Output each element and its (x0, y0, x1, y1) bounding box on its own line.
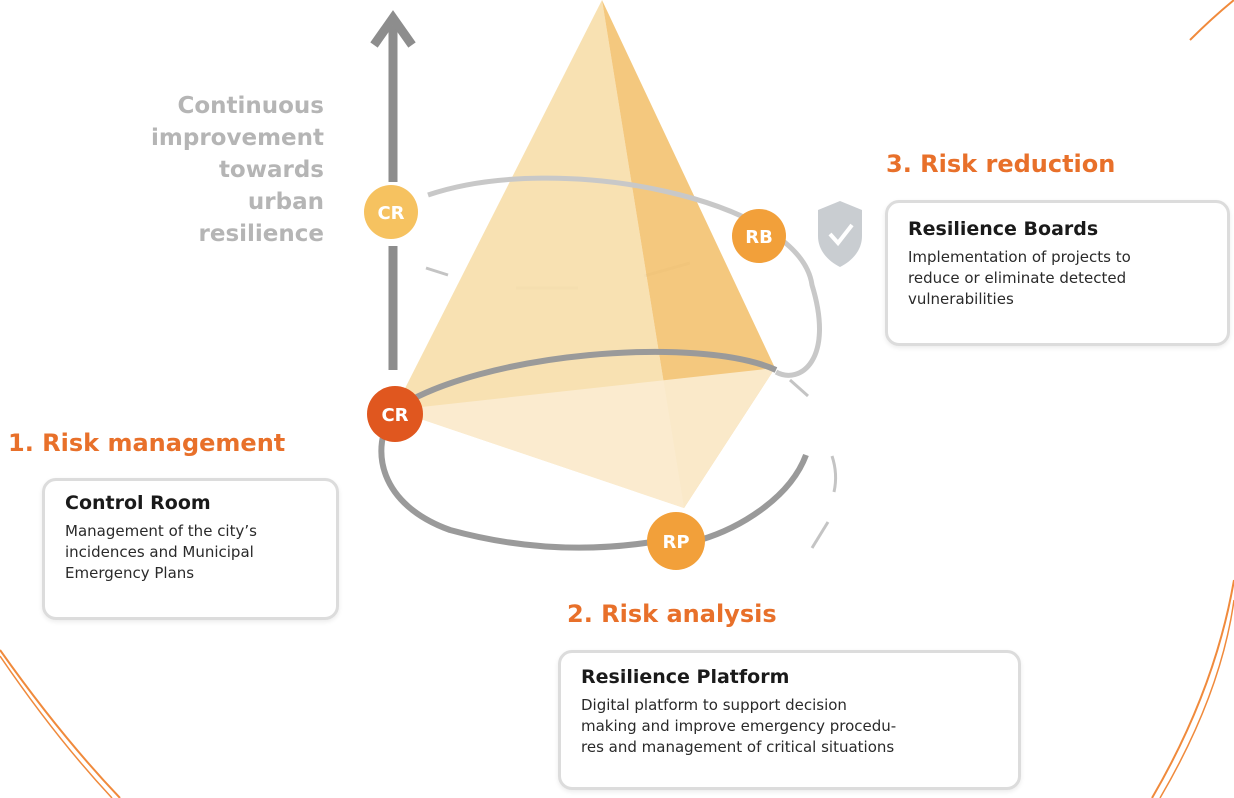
outer-frame-arc-top (1189, 0, 1234, 41)
card-desc-line: vulnerabilities (908, 290, 1014, 308)
badge-cr-bottom: CR (367, 386, 423, 442)
badge-rb: RB (732, 209, 786, 263)
resilience-boards-card: Resilience Boards Implementation of proj… (885, 200, 1230, 346)
improvement-arrow-icon (370, 10, 416, 370)
continuous-improvement-text: Continuous improvement towards urban res… (110, 90, 324, 250)
resilience-platform-card-description: Digital platform to support decision mak… (581, 695, 1004, 758)
badge-rp-label: RP (662, 532, 689, 553)
side-text-line: Continuous (177, 93, 324, 119)
badge-cr-top: CR (364, 185, 418, 239)
side-text-line: urban (247, 189, 324, 215)
card-desc-line: Implementation of projects to (908, 248, 1131, 266)
badge-rb-label: RB (745, 227, 773, 248)
side-text-line: towards (218, 157, 324, 183)
outer-frame-arc-left (0, 649, 121, 798)
card-desc-line: Management of the city’s (65, 522, 257, 540)
risk-management-title: 1. Risk management (8, 429, 286, 457)
resilience-pyramid (394, 0, 775, 508)
card-desc-line: Emergency Plans (65, 564, 195, 582)
card-desc-line: incidences and Municipal (65, 543, 254, 561)
control-room-card-title: Control Room (65, 492, 211, 514)
resilience-boards-card-title: Resilience Boards (908, 218, 1099, 240)
resilience-platform-card-title: Resilience Platform (581, 666, 790, 688)
card-desc-line: res and management of critical situation… (581, 738, 895, 756)
outer-frame-arc-right-inner (1159, 599, 1234, 798)
badge-rp: RP (647, 512, 705, 570)
control-room-card-description: Management of the city’s incidences and … (65, 521, 324, 584)
resilience-platform-card: Resilience Platform Digital platform to … (558, 650, 1021, 790)
lower-ring (378, 348, 809, 551)
control-room-card: Control Room Management of the city’s in… (42, 478, 339, 620)
upper-ring (427, 175, 823, 378)
shield-check-icon (818, 201, 862, 267)
risk-reduction-title: 3. Risk reduction (886, 150, 1116, 178)
badge-cr-bottom-label: CR (381, 405, 408, 426)
card-desc-line: reduce or eliminate detected (908, 269, 1127, 287)
risk-analysis-title: 2. Risk analysis (567, 600, 777, 628)
side-text-line: improvement (151, 125, 324, 151)
card-desc-line: making and improve emergency procedu- (581, 717, 897, 735)
side-text-line: resilience (198, 221, 325, 247)
badge-cr-top-label: CR (377, 203, 404, 224)
outer-frame-arc-left-inner (0, 655, 113, 798)
card-desc-line: Digital platform to support decision (581, 696, 847, 714)
resilience-boards-card-description: Implementation of projects to reduce or … (908, 247, 1215, 310)
outer-frame-arc-right (1151, 579, 1234, 798)
